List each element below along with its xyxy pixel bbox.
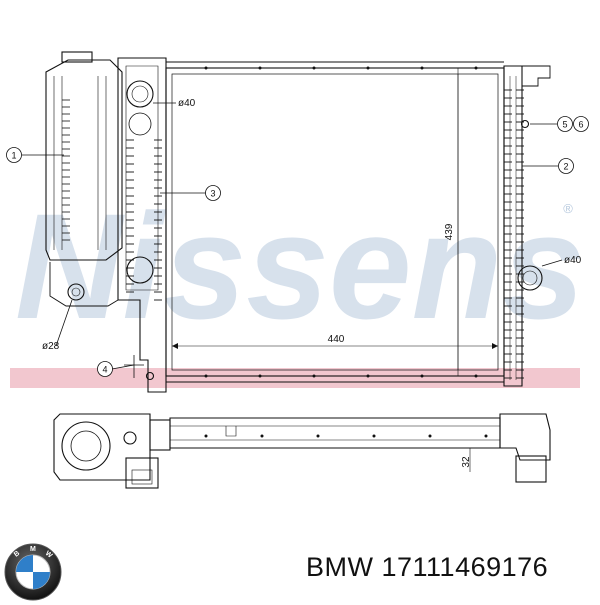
upper-pipe-opening (126, 80, 154, 108)
drain-diameter-label: ø28 (42, 341, 60, 352)
callout-6: 6 (573, 116, 589, 132)
drain-plug (67, 283, 85, 301)
lower-pipe-opening (126, 256, 154, 284)
height-dimension-label: 439 (444, 223, 455, 240)
svg-text:B: B (13, 550, 21, 559)
watermark-stripe (10, 368, 580, 388)
radiator-top-view (53, 413, 551, 489)
part-caption: BMW 17111469176 (306, 552, 548, 583)
svg-text:5: 5 (562, 120, 567, 130)
part-number: 17111469176 (381, 552, 549, 582)
svg-text:6: 6 (578, 120, 583, 130)
expansion-tank-ribs (62, 99, 70, 241)
callout-4: 4 (97, 361, 113, 377)
maker-name: BMW (306, 552, 374, 582)
svg-text:3: 3 (210, 189, 215, 199)
right-tank-fins (504, 89, 524, 379)
callout-5: 5 (557, 116, 573, 132)
right-outlet-pipe (517, 265, 543, 291)
width-dimension-label: 440 (328, 334, 345, 345)
svg-text:M: M (30, 546, 36, 553)
svg-text:2: 2 (563, 162, 568, 172)
svg-text:1: 1 (11, 151, 16, 161)
right-tank (503, 65, 523, 387)
depth-dimension-label: 32 (461, 456, 472, 468)
svg-text:W: W (44, 550, 54, 560)
callout-1: 1 (6, 147, 22, 163)
inlet-diameter-label: ø40 (178, 98, 196, 109)
nissens-watermark: Nissens ® (10, 182, 585, 388)
watermark-brand: Nissens (15, 182, 585, 350)
outlet-diameter-label: ø40 (564, 255, 582, 266)
filler-cap (61, 51, 93, 63)
bmw-roundel-logo: B M W (4, 543, 62, 601)
watermark-registered-mark: ® (563, 201, 573, 216)
svg-text:4: 4 (102, 365, 107, 375)
callout-3: 3 (205, 185, 221, 201)
callout-2: 2 (558, 158, 574, 174)
radiator-front-view (45, 51, 551, 393)
left-tank-fins (126, 139, 162, 301)
expansion-tank (45, 59, 123, 261)
left-tank (117, 57, 167, 393)
